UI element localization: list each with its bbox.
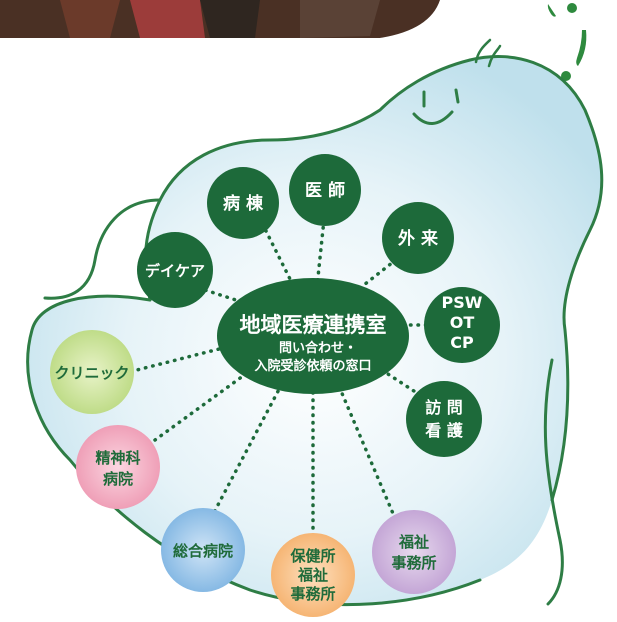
- clinic-label: クリニック: [54, 364, 129, 382]
- daycare-label: デイケア: [145, 262, 205, 280]
- psw-label: PSW: [442, 293, 483, 312]
- node-fukushi-jimusho: 福祉 事務所: [372, 510, 456, 594]
- blob-face: [412, 88, 460, 125]
- sogo-label: 総合病院: [173, 542, 233, 560]
- cp-label: CP: [450, 333, 474, 352]
- decorative-marks: [547, 3, 587, 81]
- center-node: 地域医療連携室 問い合わせ・ 入院受診依頼の窓口: [217, 278, 409, 394]
- node-seishinka-byoin: 精神科 病院: [76, 425, 160, 509]
- hoken-line2: 福祉: [297, 566, 328, 584]
- node-byoto: 病 棟: [207, 167, 279, 239]
- hoken-line1: 保健所: [289, 547, 335, 565]
- node-psw-ot-cp: PSW OT CP: [424, 287, 500, 363]
- center-sub-line2: 入院受診依頼の窓口: [254, 358, 371, 374]
- node-homon-kango: 訪 問 看 護: [406, 381, 482, 457]
- node-sogo-byoin: 総合病院: [161, 508, 245, 592]
- fukushi-line1: 福祉: [398, 533, 429, 551]
- kango-label: 看 護: [424, 421, 464, 440]
- node-daycare: デイケア: [137, 232, 213, 308]
- fukushi-line2: 事務所: [391, 554, 436, 572]
- gairai-label: 外 来: [398, 228, 439, 249]
- seishin-line1: 精神科: [95, 449, 140, 467]
- photo-fragment: [0, 0, 440, 38]
- center-sub-line1: 問い合わせ・: [279, 340, 357, 356]
- byoto-label: 病 棟: [223, 193, 264, 214]
- node-hokenjo: 保健所 福祉 事務所: [271, 533, 355, 617]
- homon-label: 訪 問: [425, 398, 463, 417]
- node-gairai: 外 来: [382, 202, 454, 274]
- center-title: 地域医療連携室: [240, 313, 387, 337]
- hoken-line3: 事務所: [290, 585, 335, 603]
- node-ishi: 医 師: [289, 154, 361, 226]
- ishi-label: 医 師: [305, 180, 345, 201]
- ot-label: OT: [450, 313, 475, 332]
- node-clinic: クリニック: [50, 330, 134, 414]
- seishin-line2: 病院: [103, 470, 133, 488]
